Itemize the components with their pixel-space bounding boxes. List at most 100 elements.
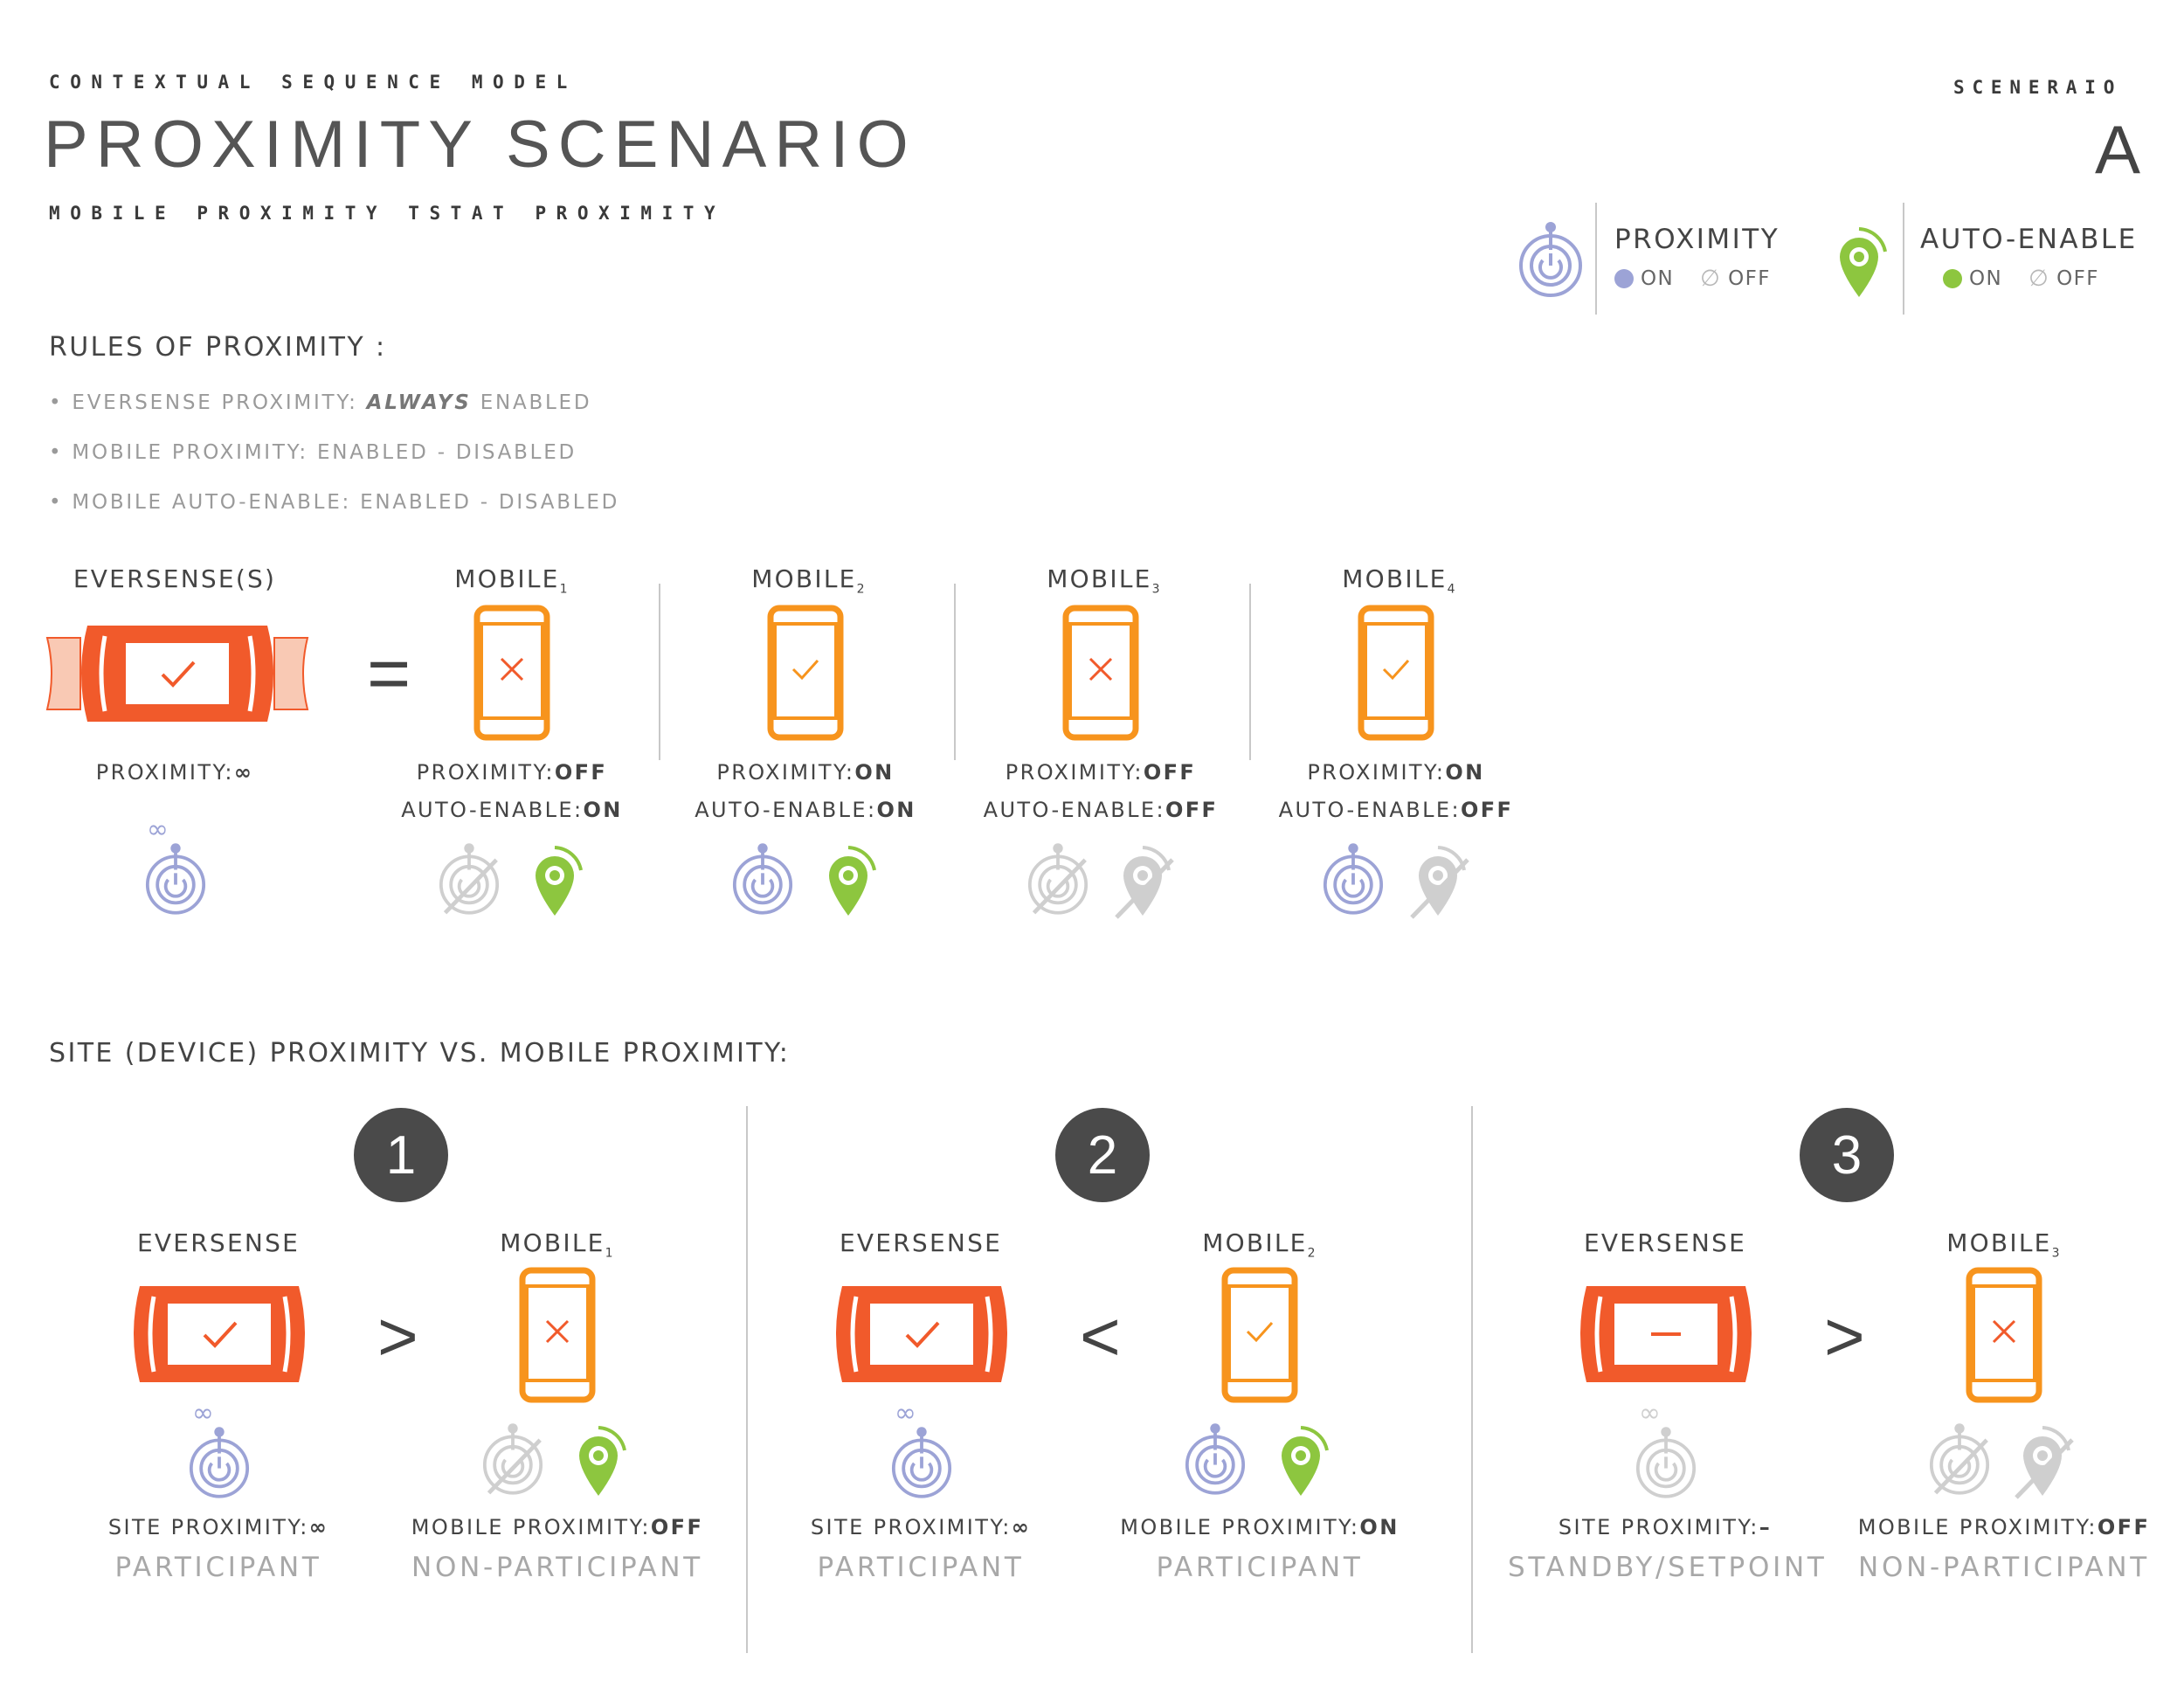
scenario-1-eversense-label: EVERSENSE	[136, 1228, 301, 1257]
proximity-off-icon	[1027, 843, 1089, 915]
mobile-4-auto-value: OFF	[1460, 798, 1514, 822]
legend-proximity-on: ON	[1641, 267, 1675, 290]
mobile-1-prox-value: OFF	[554, 760, 608, 785]
off-symbol-icon: ∅	[1700, 266, 1722, 292]
mobile-divider-2	[954, 584, 956, 760]
mobile-4-auto-label: AUTO-ENABLE:	[1278, 798, 1461, 822]
location-pin-icon	[1840, 227, 1887, 297]
scenario-2-mobile-prox-value: ON	[1359, 1515, 1400, 1539]
mobile-2-prox-label: PROXIMITY:	[716, 760, 855, 785]
legend-auto-on: ON	[1969, 267, 2003, 290]
scenario-3-site-label: SITE PROXIMITY:	[1558, 1515, 1759, 1539]
mobile-3-auto-off-icon	[1115, 844, 1174, 923]
mobile-2-proximity-on-icon	[732, 841, 793, 919]
on-dot-icon	[1943, 269, 1962, 288]
mobile-1-prox-label: PROXIMITY:	[416, 760, 555, 785]
proximity-icon	[1185, 1423, 1246, 1495]
mobile-2-auto-on-icon	[821, 844, 876, 923]
scenario-1-mobile-icon	[519, 1267, 596, 1407]
scenario-3-mobile-sub: 3	[2051, 1246, 2062, 1261]
location-pin-off-icon	[1410, 846, 1469, 919]
scenario-2-mobile-role: PARTICIPANT	[1156, 1552, 1364, 1583]
proximity-disabled-icon	[1635, 1427, 1697, 1498]
mobile-divider-3	[1249, 584, 1251, 760]
scenario-1-mobile-prox-label: MOBILE PROXIMITY:	[411, 1515, 651, 1539]
mobile-2-auto-value: ON	[876, 798, 916, 822]
page-title: PROXIMITY SCENARIO	[44, 107, 916, 182]
mobile-3-auto-label: AUTO-ENABLE:	[983, 798, 1165, 822]
scenario-3-operator: >	[1824, 1297, 1865, 1375]
scenario-letter: A	[2095, 111, 2141, 188]
comparison-title: SITE (DEVICE) PROXIMITY VS. MOBILE PROXI…	[49, 1038, 791, 1069]
scenario-1-site-label: SITE PROXIMITY:	[107, 1515, 309, 1539]
scenario-2-mobile-proximity-on-icon	[1185, 1421, 1246, 1499]
mobile-4-auto-state: AUTO-ENABLE:OFF	[1274, 798, 1518, 822]
mobile-2-auto-label: AUTO-ENABLE:	[695, 798, 877, 822]
mobile-4-prox-value: ON	[1445, 760, 1485, 785]
kicker-title: CONTEXTUAL SEQUENCE MODEL	[49, 72, 577, 93]
mobile-2-auto-state: AUTO-ENABLE:ON	[683, 798, 928, 822]
scenario-1-mobile-auto-on-icon	[571, 1424, 626, 1503]
eversense-label: EVERSENSE(S)	[73, 564, 277, 593]
scenario-1-mobile-proximity-off-icon	[482, 1421, 543, 1499]
mobile-3-prox-label: PROXIMITY:	[1005, 760, 1144, 785]
scenario-1-site-value: ∞	[308, 1515, 329, 1539]
mobile-1-auto-value: ON	[583, 798, 623, 822]
scenario-1-mobile-name: MOBILE	[500, 1228, 605, 1257]
scenario-1-operator: >	[377, 1297, 418, 1375]
mobile-1-label: MOBILE1	[425, 564, 599, 597]
mobile-3-sub: 3	[1151, 582, 1162, 597]
scenario-2-mobile-icon	[1221, 1267, 1298, 1407]
location-pin-off-icon	[2015, 1426, 2074, 1499]
rule-item-2: • MOBILE PROXIMITY: ENABLED - DISABLED	[49, 441, 577, 464]
scenario-2-mobile-proximity: MOBILE PROXIMITY:ON	[1102, 1515, 1417, 1539]
scenario-3-mobile-auto-off-icon	[2015, 1424, 2074, 1503]
scenario-2-site-role: PARTICIPANT	[817, 1552, 1025, 1583]
scenario-2-mobile-prox-label: MOBILE PROXIMITY:	[1120, 1515, 1360, 1539]
scenario-1-mobile-label: MOBILE1	[470, 1228, 645, 1261]
scenario-1-mobile-prox-value: OFF	[650, 1515, 704, 1539]
on-dot-icon	[1614, 269, 1634, 288]
scenario-2-mobile-label: MOBILE2	[1172, 1228, 1347, 1261]
rule-1-prefix: • EVERSENSE PROXIMITY:	[49, 391, 367, 414]
scenario-3-eversense-label: EVERSENSE	[1583, 1228, 1747, 1257]
off-symbol-icon: ∅	[2028, 266, 2050, 292]
mobile-2-proximity-state: PROXIMITY:ON	[683, 760, 928, 785]
mobile-1-proximity-state: PROXIMITY:OFF	[390, 760, 634, 785]
rules-title: RULES OF PROXIMITY :	[49, 332, 387, 363]
proximity-icon	[145, 843, 206, 915]
scenario-3-infinity-icon: ∞	[1639, 1398, 1661, 1429]
location-pin-icon	[536, 846, 583, 916]
location-pin-icon	[829, 846, 876, 916]
location-pin-icon	[1282, 1426, 1329, 1496]
scenario-3-site-value: –	[1759, 1515, 1773, 1539]
mobile-4-label: MOBILE4	[1312, 564, 1487, 597]
proximity-icon	[1323, 843, 1384, 915]
scenario-3-eversense-icon	[1574, 1283, 1758, 1389]
scenario-2-eversense-icon	[830, 1283, 1013, 1389]
infinity-icon: ∞	[147, 814, 169, 845]
scenario-2-site-label: SITE PROXIMITY:	[810, 1515, 1012, 1539]
equals-sign: =	[367, 632, 411, 716]
mobile-3-auto-state: AUTO-ENABLE:OFF	[978, 798, 1223, 822]
mobile-1-phone-icon	[473, 605, 550, 744]
mobile-2-label: MOBILE2	[722, 564, 896, 597]
location-pin-icon	[579, 1426, 626, 1496]
scenario-2-site-proximity-icon	[891, 1424, 952, 1503]
scenario-label: SCENERAIO	[1953, 77, 2123, 98]
scenario-1-mobile-role: NON-PARTICIPANT	[411, 1552, 703, 1583]
scenario-1-site-proximity-icon	[189, 1424, 250, 1503]
scenario-2-number: 2	[1055, 1108, 1150, 1202]
mobile-2-prox-value: ON	[854, 760, 895, 785]
mobile-4-prox-label: PROXIMITY:	[1307, 760, 1446, 785]
scenario-3-number: 3	[1800, 1108, 1894, 1202]
rule-item-3: • MOBILE AUTO-ENABLE: ENABLED - DISABLED	[49, 491, 620, 514]
scenario-3-mobile-icon	[1966, 1267, 2042, 1407]
eversense-proximity-on-icon	[145, 841, 206, 919]
proximity-off-icon	[1929, 1423, 1990, 1495]
proximity-icon	[732, 843, 793, 915]
proximity-icon	[189, 1427, 250, 1498]
legend-auto-label: AUTO-ENABLE	[1920, 224, 2138, 255]
scenario-3-mobile-label: MOBILE3	[1917, 1228, 2091, 1261]
scenario-3-mobile-role: NON-PARTICIPANT	[1858, 1552, 2150, 1583]
